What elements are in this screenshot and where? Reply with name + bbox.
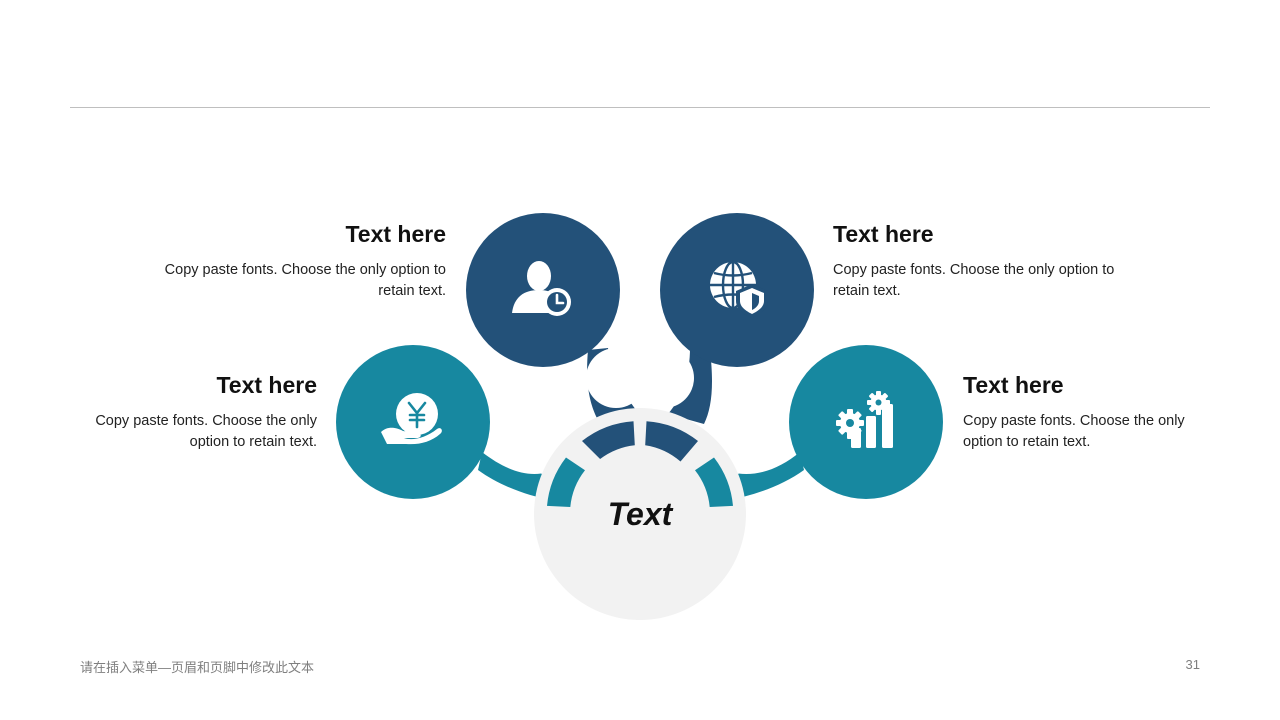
item-body: Copy paste fonts. Choose the only option… (833, 262, 1115, 299)
header-rule (70, 107, 1210, 108)
hub-arc-teal-right (695, 457, 733, 507)
item-title: Text here (833, 221, 934, 247)
connector-left (478, 452, 552, 500)
footer-text: 请在插入菜单—页眉和页脚中修改此文本 (80, 660, 315, 675)
item-body: Copy paste fonts. Choose the only option… (963, 413, 1185, 450)
hub-arc-navy-left (582, 421, 635, 459)
page-number: 31 (1185, 657, 1200, 672)
gear-bar-chart-icon (836, 391, 893, 448)
item-title: Text here (216, 372, 317, 398)
text-block-left: Text here Copy paste fonts. Choose the o… (86, 371, 317, 453)
gap-carver (586, 348, 646, 408)
center-label: Text (607, 496, 673, 532)
text-block-top-right: Text here Copy paste fonts. Choose the o… (833, 220, 1129, 302)
hub-arc-segments (547, 421, 733, 507)
item-body: Copy paste fonts. Choose the only option… (164, 262, 446, 299)
user-clock-icon (512, 261, 571, 316)
gap-carver (634, 348, 694, 408)
text-block-right: Text here Copy paste fonts. Choose the o… (963, 371, 1194, 453)
hub-arc-navy-right (645, 421, 698, 462)
hand-yen-coin-icon (381, 393, 442, 445)
item-body: Copy paste fonts. Choose the only option… (95, 413, 317, 450)
hub-arc-teal-left (547, 457, 585, 507)
text-block-top-left: Text here Copy paste fonts. Choose the o… (150, 220, 446, 302)
globe-shield-icon (710, 260, 768, 318)
item-title: Text here (963, 372, 1064, 398)
center-hub (534, 408, 746, 620)
connector-right (728, 452, 804, 500)
item-title: Text here (345, 221, 446, 247)
